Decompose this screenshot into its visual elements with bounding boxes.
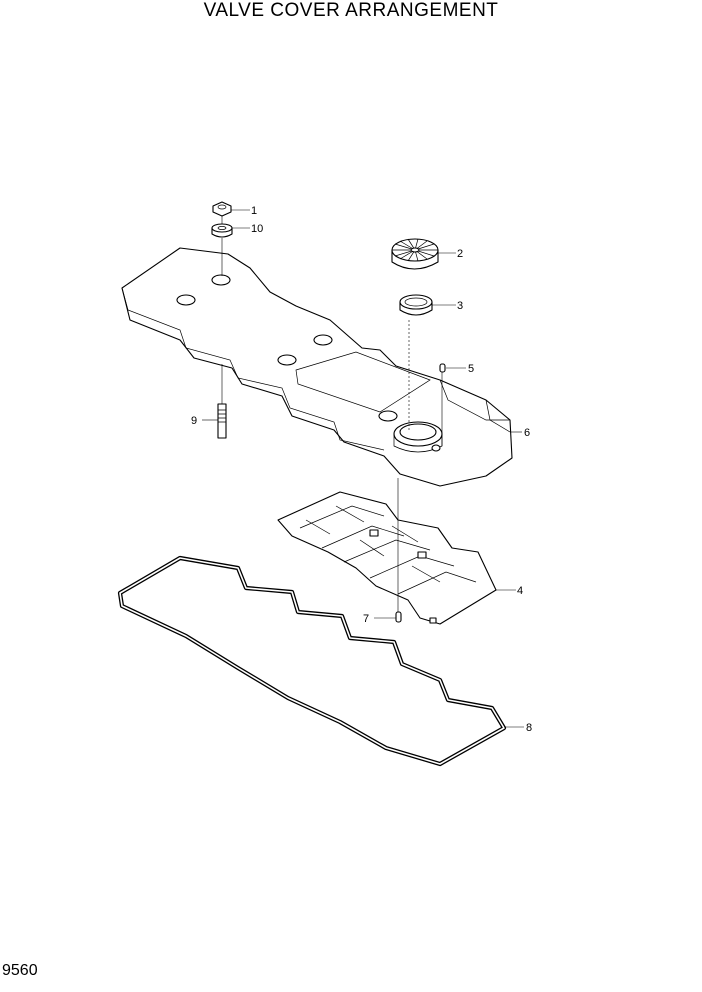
callout-2: 2 — [457, 248, 463, 260]
callout-5: 5 — [468, 363, 474, 375]
assembly-lines — [221, 216, 443, 612]
dowel-pin-5[interactable] — [439, 363, 446, 373]
callout-1: 1 — [251, 205, 257, 217]
cover-stud[interactable] — [217, 403, 227, 439]
callout-leaders — [202, 209, 524, 728]
diagram-title: VALVE COVER ARRANGEMENT — [203, 0, 499, 21]
callout-4: 4 — [517, 585, 523, 597]
callout-6: 6 — [524, 427, 530, 439]
callout-7: 7 — [363, 613, 369, 625]
callout-labels: 1 10 2 3 5 6 4 7 8 9 — [191, 205, 532, 734]
callout-8: 8 — [526, 722, 532, 734]
filler-seal-ring[interactable] — [399, 294, 433, 316]
callout-3: 3 — [457, 300, 463, 312]
callout-10: 10 — [251, 223, 263, 235]
hex-nut[interactable] — [212, 201, 232, 217]
baffle-plate[interactable] — [277, 491, 497, 625]
page-number: 9560 — [2, 962, 38, 979]
rubber-grommet[interactable] — [211, 223, 233, 238]
dowel-pin-7[interactable] — [395, 611, 402, 623]
oil-filler-cap[interactable] — [391, 238, 439, 270]
valve-cover-gasket[interactable] — [117, 555, 507, 767]
callout-9: 9 — [191, 415, 197, 427]
valve-cover[interactable] — [121, 247, 513, 487]
